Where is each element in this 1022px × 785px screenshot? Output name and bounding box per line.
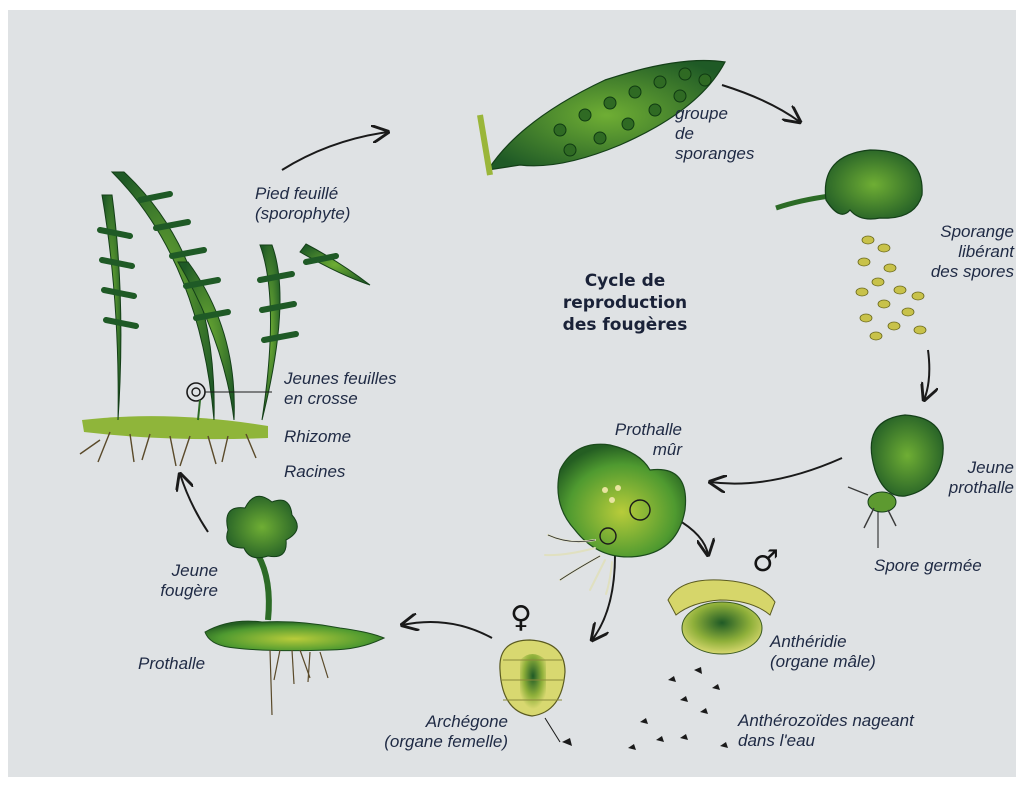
label-prothalle-mur: Prothalle mûr xyxy=(592,420,682,460)
label-archegone: Archégone (organe femelle) xyxy=(350,712,508,752)
archegone-illustration xyxy=(500,640,572,746)
label-racines: Racines xyxy=(284,462,345,482)
label-antherozoides: Anthérozoïdes nageant dans l'eau xyxy=(738,711,914,751)
arrow-sporophyte-to-leaf xyxy=(282,132,388,170)
label-prothalle: Prothalle xyxy=(138,654,205,674)
diagram-title: Cycle de reproduction des fougères xyxy=(545,270,705,336)
young-fern-illustration xyxy=(205,496,384,715)
label-antheridie: Anthéridie (organe mâle) xyxy=(770,632,876,672)
cycle-arrows xyxy=(180,85,929,640)
label-jeune-prothalle: Jeune prothalle xyxy=(938,458,1014,498)
label-sporange-liberant: Sporange libérant des spores xyxy=(916,222,1014,282)
female-symbol-icon: ♀ xyxy=(510,600,532,635)
label-sporophyte: Pied feuillé (sporophyte) xyxy=(255,184,350,224)
young-prothalle-illustration xyxy=(848,415,943,548)
arrow-young-fern-to-sporophyte xyxy=(180,474,208,532)
label-rhizome: Rhizome xyxy=(284,427,351,447)
label-jeunes-feuilles: Jeunes feuilles en crosse xyxy=(284,369,396,409)
label-groupe-de-sporanges: groupe de sporanges xyxy=(675,104,754,164)
male-symbol-icon: ♂ xyxy=(752,544,779,579)
label-jeune-fougere: Jeune fougère xyxy=(126,561,218,601)
arrow-young-to-mature-prothalle xyxy=(710,458,842,484)
arrow-archegone-to-young-fern xyxy=(402,622,492,638)
arrow-spores-to-germination xyxy=(924,350,929,400)
label-spore-germee: Spore germée xyxy=(874,556,982,576)
sporange-illustration xyxy=(776,150,926,340)
